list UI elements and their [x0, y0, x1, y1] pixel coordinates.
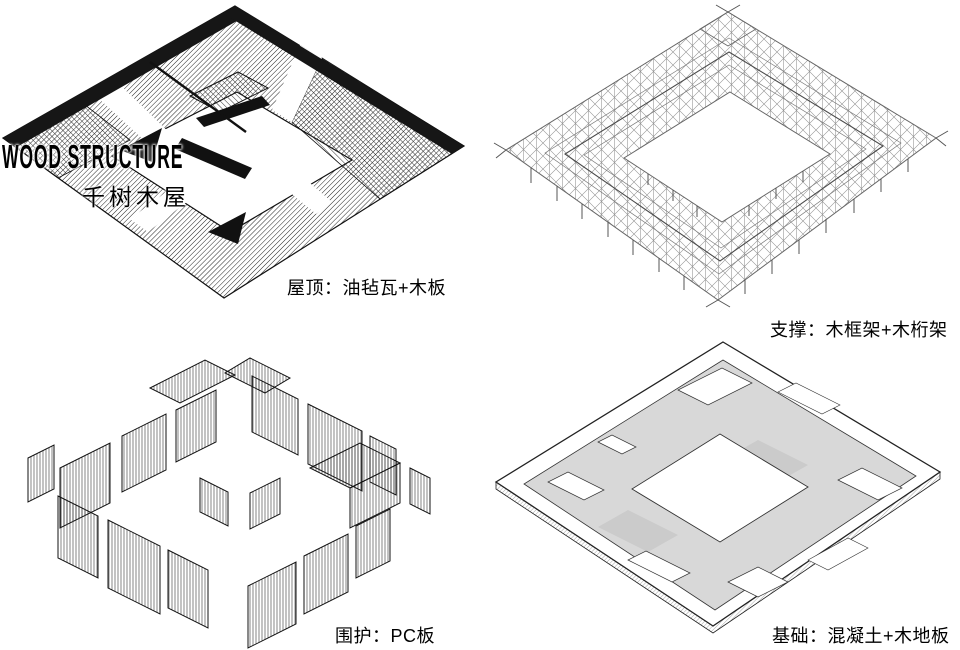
roof-ring — [1, 5, 466, 299]
slab — [494, 341, 942, 634]
caption-roof: 屋顶：油毡瓦+木板 — [287, 278, 447, 298]
panel-foundation: 基础：混凝土+木地板 — [478, 330, 960, 650]
diagram-subtitle: 千树木屋 — [82, 184, 190, 210]
roof-axonometric-drawing — [1, 5, 466, 299]
caption-structure: 支撑：木框架+木桁架 — [770, 320, 948, 340]
wall-panels — [27, 357, 431, 649]
structure-axonometric-drawing — [493, 4, 949, 308]
panel-roof: WOOD STRUCTURE 千树木屋 屋顶：油毡瓦+木板 — [0, 0, 480, 320]
stilt-posts — [530, 159, 909, 294]
brand-block: WOOD STRUCTURE 千树木屋 — [2, 138, 229, 212]
diagram-title: WOOD STRUCTURE — [2, 138, 184, 176]
panel-enclosure: 围护：PC板 — [0, 318, 480, 650]
truss-ring — [505, 11, 937, 301]
panel-structure: 支撑：木框架+木桁架 — [478, 0, 960, 340]
caption-foundation: 基础：混凝土+木地板 — [772, 626, 950, 646]
caption-enclosure: 围护：PC板 — [335, 626, 436, 646]
roof-courtyard-shapes — [120, 61, 270, 244]
foundation-axonometric-drawing — [494, 341, 942, 634]
enclosure-axonometric-drawing — [27, 357, 431, 649]
purlin-overhangs — [493, 4, 949, 308]
